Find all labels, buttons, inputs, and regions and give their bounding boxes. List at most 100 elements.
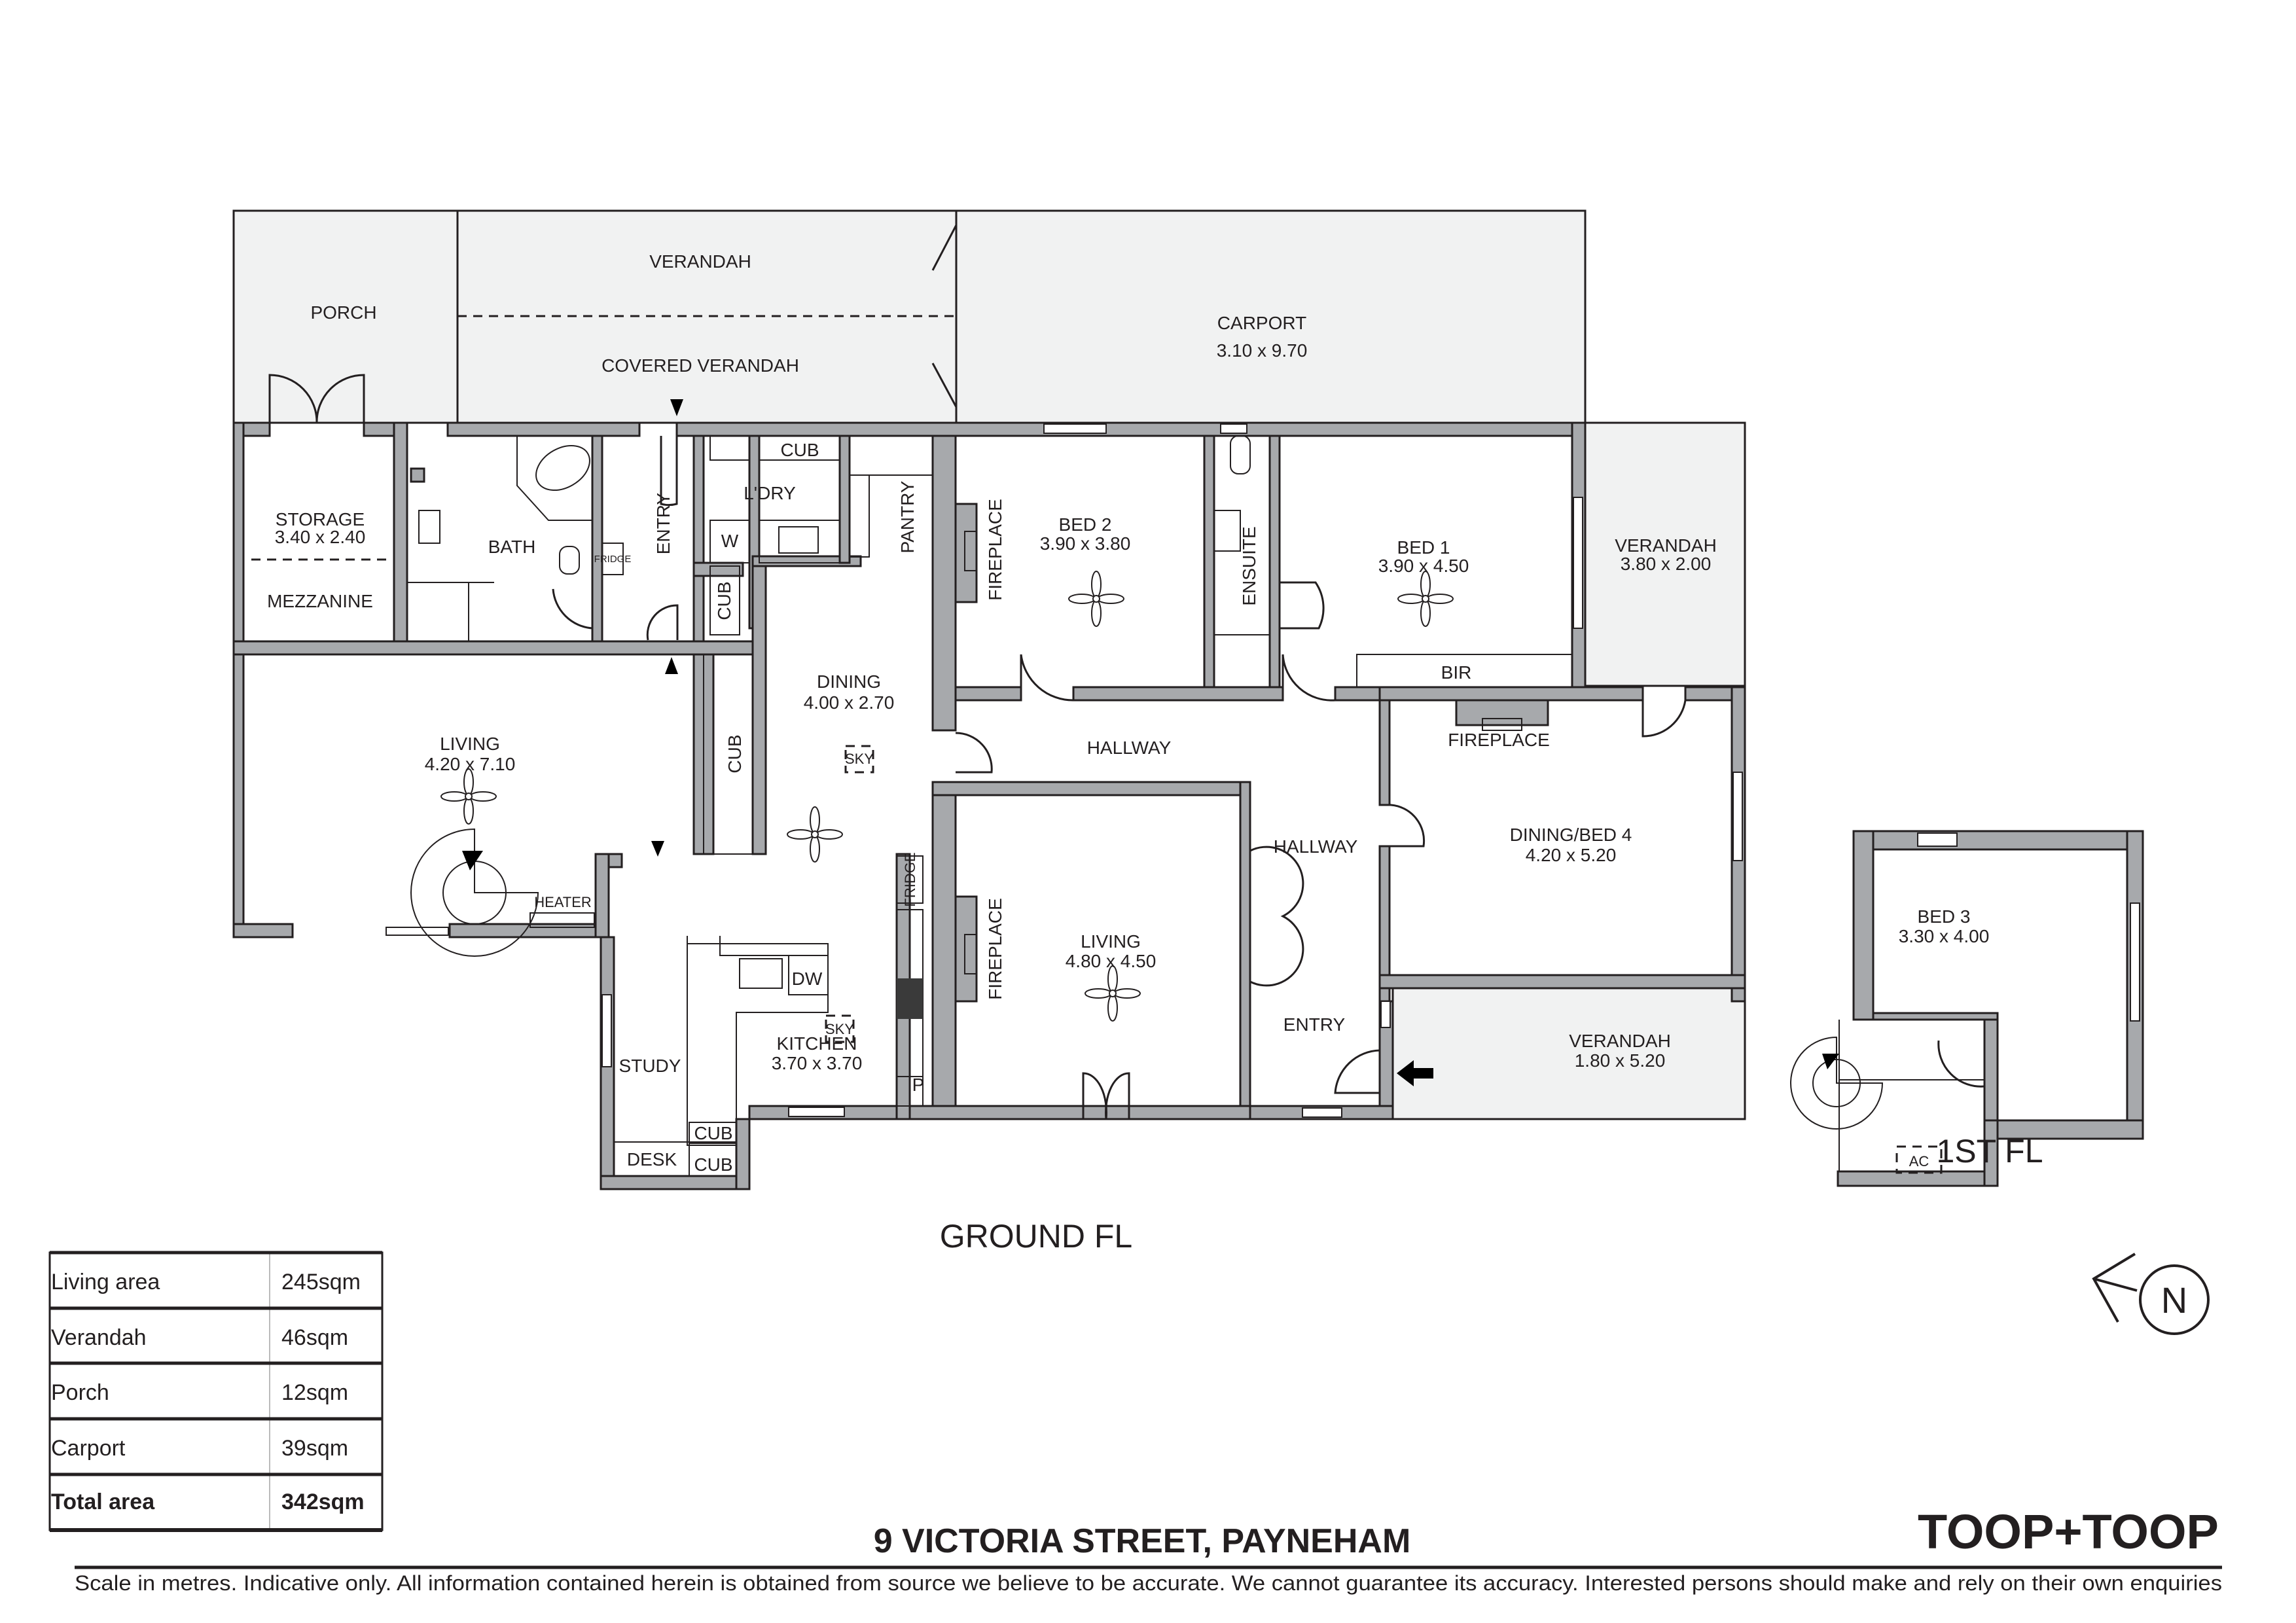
fixture-label: SKY [825, 1021, 854, 1037]
property-address: 9 VICTORIA STREET, PAYNEHAM [874, 1522, 1411, 1560]
fixture-label: SKY [845, 751, 874, 767]
pantry-p-box [896, 1076, 924, 1107]
room-label: DINING/BED 4 [1510, 825, 1632, 845]
entry-arrow-icon [670, 399, 683, 416]
room-size: 3.70 x 3.70 [772, 1053, 863, 1073]
carport-area [955, 209, 1587, 424]
heater-box [529, 912, 595, 928]
bath-door[interactable] [552, 588, 593, 630]
dining-hall-door[interactable] [955, 732, 993, 774]
ceiling-fan-icon [1397, 571, 1454, 627]
room-label: PANTRY [897, 480, 918, 553]
living-front-door[interactable] [1082, 1072, 1130, 1120]
kitchen-sink [739, 958, 783, 989]
room-label: BED 2 [1059, 514, 1112, 535]
study-cub-1-box [689, 1122, 737, 1144]
room-label: LIVING [440, 734, 500, 754]
living-double-door[interactable] [1249, 846, 1304, 987]
fixture-label: AC [1909, 1153, 1929, 1169]
room-label: HALLWAY [1274, 836, 1358, 857]
rear-entry-door[interactable] [660, 436, 678, 507]
room-label: STORAGE [276, 509, 365, 529]
ensuite-door[interactable] [1280, 581, 1325, 630]
room-label: HALLWAY [1087, 738, 1172, 758]
disclaimer-text: Scale in metres. Indicative only. All in… [75, 1571, 2222, 1595]
bed1-door[interactable] [1282, 654, 1336, 702]
table-row-label: Verandah [51, 1325, 147, 1350]
table-row-value: 245sqm [281, 1270, 361, 1294]
first-floor-title: 1ST FL [1936, 1133, 2043, 1169]
room-size: 3.30 x 4.00 [1899, 926, 1990, 946]
ground-floor-title: GROUND FL [940, 1218, 1132, 1255]
spiral-stairs-icon [1790, 1036, 1884, 1130]
fixture-labels: CUB CUB CUB W FRIDGE FRIDGE DW SKY SKY P… [534, 440, 1929, 1175]
ground-floor-fixtures [251, 399, 1743, 1177]
room-label: MEZZANINE [267, 591, 373, 611]
room-label: VERANDAH [1569, 1031, 1671, 1051]
entry-arrow-icon [651, 841, 664, 857]
entry-hall-door[interactable] [646, 604, 679, 641]
ground-floor-walls [232, 421, 1746, 1190]
gate-leaf-top [931, 224, 958, 271]
room-label: BATH [488, 537, 536, 557]
room-size: 3.90 x 3.80 [1040, 533, 1131, 554]
brand-logo: TOOP+TOOP [1918, 1505, 2219, 1559]
study-cub-2-box [689, 1141, 737, 1177]
room-size: 4.80 x 4.50 [1066, 951, 1157, 971]
room-size: 3.10 x 9.70 [1217, 340, 1308, 361]
first-floor-plan [1790, 830, 2144, 1187]
room-size: 4.20 x 5.20 [1526, 845, 1617, 865]
bed3-door[interactable] [1937, 1040, 1985, 1088]
room-label: LIVING [1081, 931, 1141, 952]
fixture-label: W [721, 531, 739, 551]
kitchen-bench [687, 936, 829, 1146]
fixture-label: CUB [694, 1123, 732, 1143]
bed2-door[interactable] [1020, 654, 1074, 702]
gate-leaf-bottom [931, 363, 958, 408]
ceiling-fan-icon [1085, 965, 1141, 1022]
cooktop [897, 978, 923, 1019]
room-label: DINING [817, 671, 881, 692]
north-arrow-icon: N [2092, 1253, 2210, 1335]
bathtub-basin [535, 444, 590, 491]
dining-cub-box [703, 654, 753, 855]
front-entry-door[interactable] [1334, 1049, 1380, 1094]
front-verandah-area [1391, 987, 1746, 1120]
table-row-label: Living area [51, 1270, 160, 1294]
north-label: N [2161, 1279, 2187, 1321]
table-row-value: 39sqm [281, 1436, 348, 1461]
room-label: BIR [1441, 662, 1472, 683]
ceiling-fan-icon [1068, 571, 1124, 627]
room-size: 1.80 x 5.20 [1575, 1050, 1666, 1071]
fridge-entry-box [601, 543, 624, 575]
ensuite-toilet [1230, 435, 1251, 474]
room-label: CARPORT [1217, 313, 1306, 333]
front-entry-arrow-icon [1397, 1060, 1433, 1086]
room-label: L'DRY [744, 483, 796, 503]
corner-bath [516, 435, 593, 521]
fixture-label: FIREPLACE [985, 898, 1005, 1000]
ensuite-vanity [1213, 510, 1241, 552]
room-size: 4.00 x 2.70 [804, 692, 895, 713]
table-row-label: Total area [51, 1489, 155, 1514]
verandah-side-door[interactable] [1641, 700, 1687, 738]
dining-skylight [844, 745, 874, 774]
room-label: ENTRY [653, 492, 673, 554]
fixture-label: CUB [694, 1154, 732, 1175]
fixture-label: DW [792, 969, 823, 989]
table-row-value: 342sqm [281, 1489, 365, 1514]
room-label: STUDY [619, 1056, 681, 1076]
vanity [418, 510, 440, 544]
fixture-label: CUB [714, 581, 734, 620]
room-label: ENTRY [1283, 1014, 1346, 1035]
ceiling-fan-icon [440, 768, 497, 825]
room-size: 4.20 x 7.10 [425, 754, 516, 774]
room-label: BED 3 [1918, 906, 1971, 927]
room-size: 3.40 x 2.40 [275, 527, 366, 547]
outdoor-areas [232, 209, 1746, 1120]
bed4-door[interactable] [1390, 804, 1426, 847]
kitchen-skylight [825, 1014, 855, 1043]
entry-arrow-icon [665, 657, 678, 674]
laundry-tub [759, 520, 840, 563]
